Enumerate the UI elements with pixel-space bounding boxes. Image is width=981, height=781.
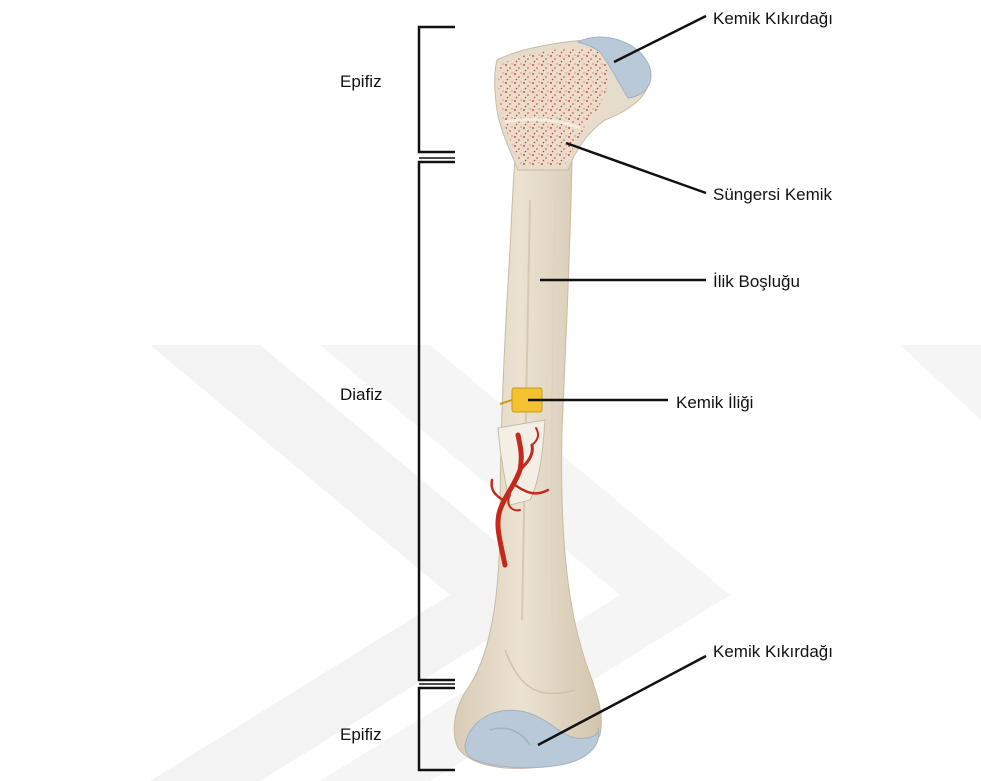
label-cartilage-top: Kemik Kıkırdağı xyxy=(713,9,833,28)
leader-spongy-bone xyxy=(566,143,706,193)
label-bone-marrow: Kemik İliği xyxy=(676,393,753,412)
label-epiphysis-bottom: Epifiz xyxy=(340,725,382,744)
label-cartilage-bottom: Kemik Kıkırdağı xyxy=(713,642,833,661)
label-spongy-bone: Süngersi Kemik xyxy=(713,185,833,204)
label-epiphysis-top: Epifiz xyxy=(340,72,382,91)
label-diaphysis: Diafiz xyxy=(340,385,383,404)
leader-cartilage-top xyxy=(614,16,706,62)
spongy-bone-region xyxy=(499,48,608,165)
bracket-top-epiphysis xyxy=(419,27,455,152)
label-marrow-cavity: İlik Boşluğu xyxy=(713,272,800,291)
